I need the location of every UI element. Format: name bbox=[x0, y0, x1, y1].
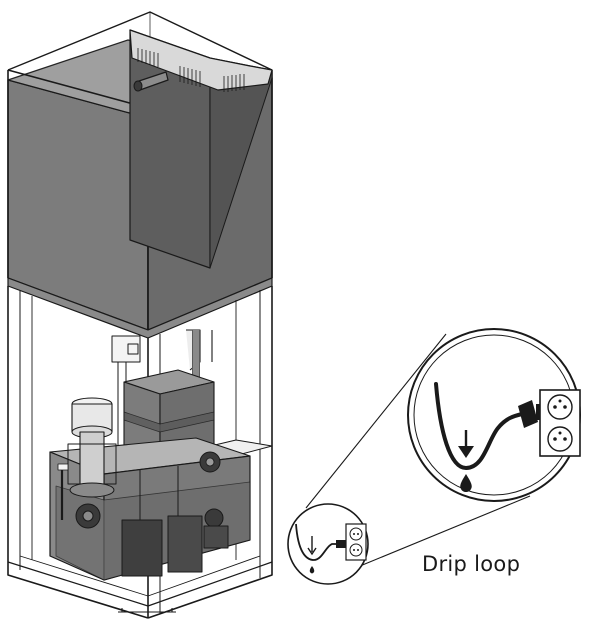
power-outlet-icon bbox=[539, 389, 581, 457]
small-arrow bbox=[307, 536, 317, 556]
cabinet-stand bbox=[7, 286, 273, 619]
small-cable bbox=[295, 523, 340, 561]
water-drop-icon bbox=[460, 474, 472, 492]
small-drop bbox=[309, 566, 315, 574]
protein-skimmer bbox=[57, 397, 117, 529]
small-outlet bbox=[345, 523, 367, 561]
drip-loop-detail-view bbox=[407, 328, 581, 502]
overflow-box bbox=[129, 29, 273, 269]
power-cable bbox=[434, 382, 524, 471]
drip-loop-caption: Drip loop bbox=[422, 552, 521, 576]
aquarium-tank bbox=[7, 11, 273, 339]
callout-lines bbox=[305, 333, 531, 567]
return-pump bbox=[199, 451, 229, 549]
drip-loop-small-view bbox=[287, 503, 369, 585]
down-arrow-icon bbox=[458, 430, 474, 458]
